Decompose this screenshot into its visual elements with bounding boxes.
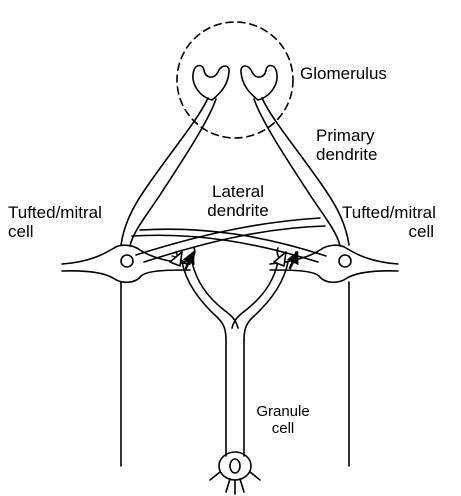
- label-primary-dendrite-line1: Primary: [316, 126, 377, 145]
- label-granule-cell-line1: Granule: [248, 404, 318, 421]
- left-soma-nucleus: [121, 255, 133, 267]
- granule-soma: [219, 452, 251, 480]
- label-tufted-mitral-left: Tufted/mitral cell: [8, 203, 102, 241]
- label-lateral-dendrite-line1: Lateral: [188, 182, 288, 201]
- granule-right-branch: [244, 262, 288, 340]
- left-mitral-body-lower: [62, 270, 190, 282]
- label-tufted-mitral-left-line2: cell: [8, 222, 102, 241]
- label-lateral-dendrite-line2: dendrite: [188, 201, 288, 220]
- lateral-dendrite-right-to-left-inner: [136, 218, 320, 255]
- left-dendritic-tuft: [193, 66, 229, 101]
- left-primary-dendrite-inner: [130, 99, 216, 246]
- left-primary-dendrite: [121, 98, 208, 245]
- granule-right-branch-inner: [232, 262, 278, 328]
- label-primary-dendrite-line2: dendrite: [316, 145, 377, 164]
- label-primary-dendrite: Primary dendrite: [316, 126, 377, 164]
- granule-basal-processes: [210, 472, 260, 494]
- label-tufted-mitral-left-line1: Tufted/mitral: [8, 203, 102, 222]
- granule-left-branch: [182, 262, 226, 340]
- lateral-dendrite-left-to-right-inner: [140, 229, 326, 256]
- label-glomerulus: Glomerulus: [300, 64, 387, 83]
- label-granule-cell-line2: cell: [248, 421, 318, 438]
- label-granule-cell: Granule cell: [248, 404, 318, 438]
- right-soma-nucleus: [339, 255, 351, 267]
- label-tufted-mitral-right: Tufted/mitral cell: [342, 203, 454, 241]
- label-tufted-mitral-right-line1: Tufted/mitral: [342, 203, 454, 222]
- label-lateral-dendrite: Lateral dendrite: [188, 182, 288, 220]
- right-dendritic-tuft: [241, 66, 277, 101]
- right-mitral-body-lower: [270, 270, 398, 282]
- granule-left-branch-inner: [192, 262, 238, 328]
- label-tufted-mitral-right-line2: cell: [342, 222, 454, 241]
- granule-nucleus: [230, 459, 240, 473]
